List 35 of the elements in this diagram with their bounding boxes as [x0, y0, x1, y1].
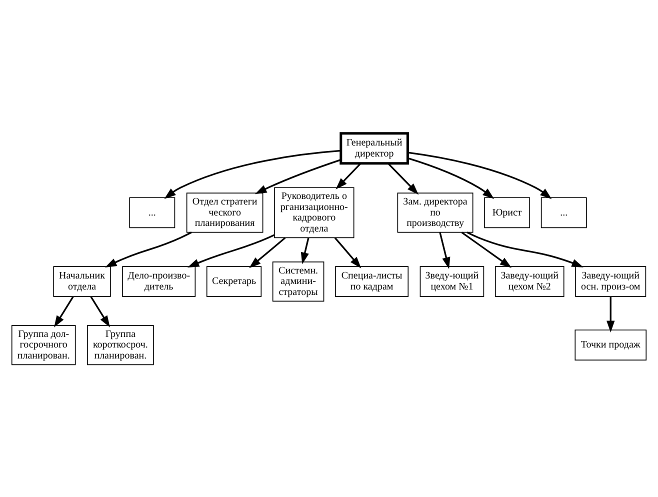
arrow — [90, 296, 110, 327]
arrow — [164, 149, 341, 198]
arrow — [249, 236, 286, 268]
node-box: Заведу-ющий осн. произ-ом — [575, 266, 646, 297]
arrow — [439, 232, 450, 268]
node-box: Генеральный директор — [340, 132, 409, 164]
node-box: Зведу-ющий цехом №1 — [420, 266, 484, 297]
arrow — [300, 237, 310, 264]
node-box: ... — [129, 196, 176, 228]
arrow — [606, 296, 615, 332]
arrow — [408, 151, 552, 199]
arrow — [466, 231, 584, 267]
node-box: Начальник отдела — [53, 266, 111, 297]
arrow — [408, 156, 494, 199]
arrow — [461, 231, 512, 268]
node-box: Системн. админи-страторы — [272, 261, 324, 302]
arrow — [334, 236, 362, 268]
arrow — [336, 162, 362, 189]
arrow — [255, 158, 342, 194]
node-box: Группа короткосроч. планирован. — [87, 324, 154, 365]
node-box: Группа дол-госрочного планирован. — [11, 324, 76, 365]
node-box: Специа-листы по кадрам — [335, 266, 409, 297]
arrow — [104, 231, 192, 267]
arrow — [54, 296, 74, 327]
arrow — [187, 234, 275, 267]
node-box: Точки продаж — [574, 329, 647, 360]
node-box: Юрист — [484, 196, 530, 228]
arrow — [388, 162, 419, 194]
node-box: Отдел стратегического планирования — [186, 192, 264, 232]
node-box: Руководитель организационно-кадрового отдела — [274, 186, 354, 238]
node-box: Заведу-ющий цехом №2 — [494, 266, 564, 297]
node-box: Дело-произво-дитель — [122, 266, 196, 297]
node-box: ... — [540, 196, 587, 228]
node-box: Зам. директора по производству — [397, 192, 474, 232]
node-box: Секретарь — [206, 266, 262, 297]
